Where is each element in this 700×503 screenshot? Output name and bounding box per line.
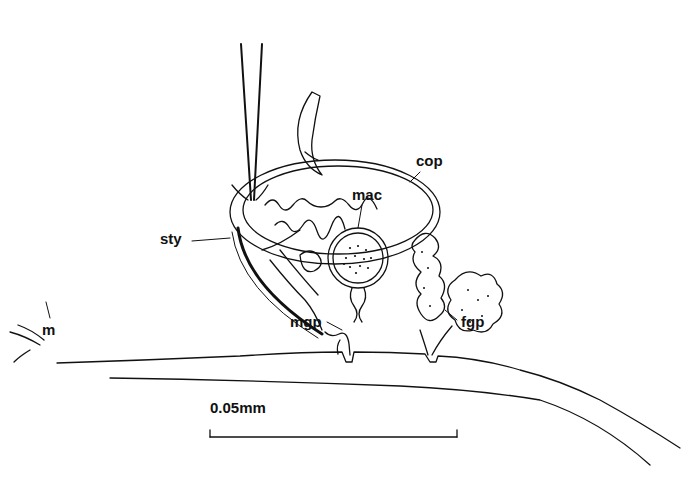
- gland-cluster: [412, 233, 503, 355]
- accessory-vesicle: [328, 228, 388, 322]
- part-label: mgp: [290, 314, 322, 329]
- part-label: cop: [416, 153, 443, 168]
- part-label: sty: [160, 231, 182, 246]
- scale-bar: [210, 430, 457, 437]
- copulatory-organ: [230, 160, 440, 330]
- scale-label: 0.05mm: [210, 400, 266, 415]
- part-label: fgp: [461, 314, 484, 329]
- body-wall: [10, 325, 680, 465]
- stylet: [238, 228, 322, 334]
- part-label: mac: [352, 187, 382, 202]
- part-label: m: [42, 322, 55, 337]
- stylet-detail: [232, 44, 268, 200]
- leader-lines: [46, 172, 457, 330]
